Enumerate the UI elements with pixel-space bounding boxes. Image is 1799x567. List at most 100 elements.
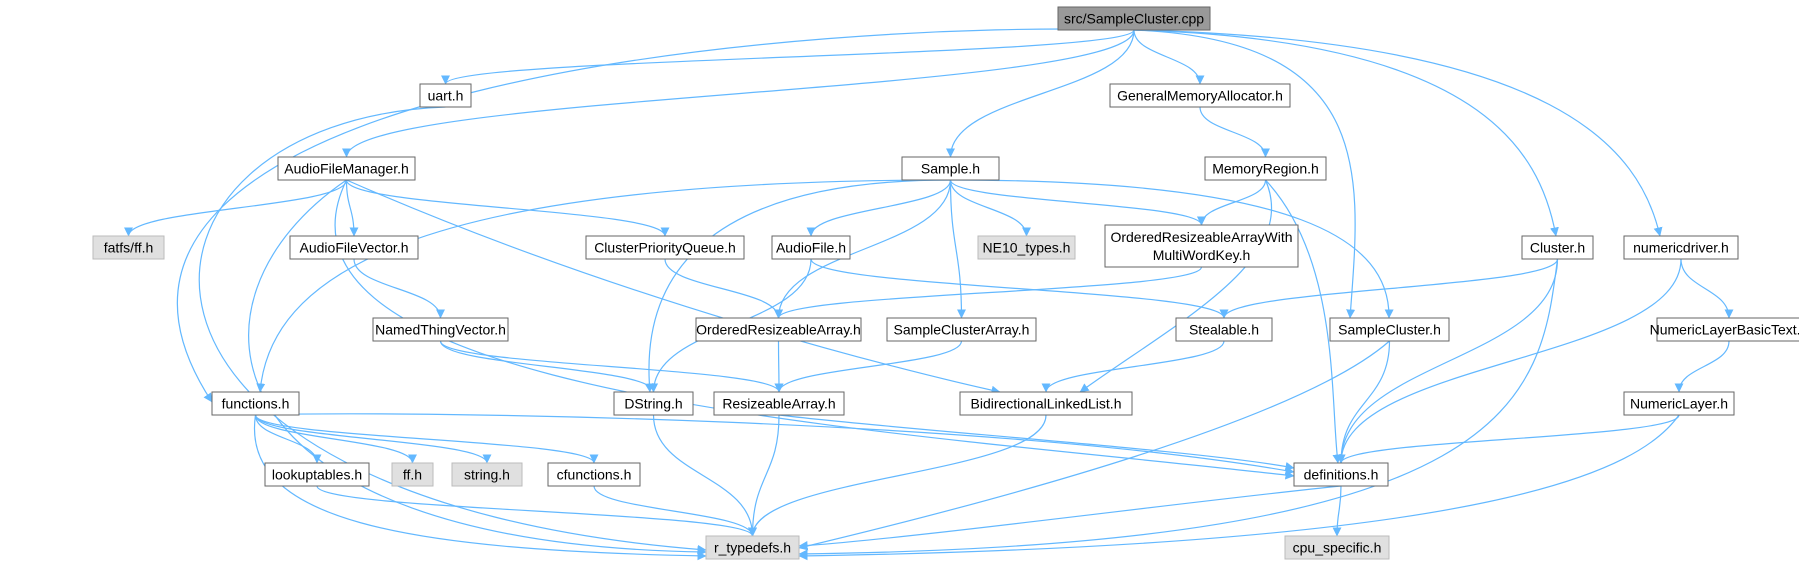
edge-afm-to-cpq (345, 179, 670, 237)
node-label: OrderedResizeableArray.h (696, 322, 861, 338)
node-audiofile[interactable]: AudioFile.h (771, 235, 851, 260)
node-label: definitions.h (1304, 467, 1379, 483)
node-box (1521, 235, 1594, 260)
node-box (277, 156, 416, 181)
node-label: AudioFile.h (776, 240, 846, 256)
node-cluster[interactable]: Cluster.h (1521, 235, 1594, 260)
node-label: SampleClusterArray.h (894, 322, 1030, 338)
edge-definitions-to-rtypedefs (798, 485, 1342, 550)
edge-sample-to-audiofile (806, 179, 952, 237)
edge-cfunctions-to-rtypedefs (593, 485, 757, 537)
node-root: src/SampleCluster.cpp (1057, 6, 1211, 31)
node-box (585, 235, 745, 260)
edge-afm-to-afv (345, 179, 359, 237)
node-sample[interactable]: Sample.h (901, 156, 1000, 181)
node-box (1175, 317, 1273, 342)
node-ra[interactable]: ResizeableArray.h (713, 391, 845, 416)
node-box (1284, 535, 1390, 560)
node-layer: src/SampleCluster.cpp uart.h GeneralMemory… (92, 6, 1799, 560)
node-label: string.h (464, 467, 510, 483)
node-fatfs[interactable]: fatfs/ff.h (92, 235, 165, 260)
node-samplecluster[interactable]: SampleCluster.h (1329, 317, 1450, 342)
node-label: Stealable.h (1189, 322, 1259, 338)
node-cfunctions[interactable]: cfunctions.h (547, 462, 641, 487)
node-label: functions.h (222, 396, 290, 412)
node-label: ResizeableArray.h (722, 396, 835, 412)
node-cpuspec[interactable]: cpu_specific.h (1284, 535, 1390, 560)
edge-sample-to-ne10 (949, 179, 1031, 237)
node-label: NumericLayerBasicText.h (1650, 322, 1799, 338)
node-box (613, 391, 694, 416)
node-cpq[interactable]: ClusterPriorityQueue.h (585, 235, 745, 260)
node-box (1623, 391, 1735, 416)
edge-afm-to-fatfs (124, 179, 348, 237)
node-ora[interactable]: OrderedResizeableArray.h (695, 317, 862, 342)
edge-oramwk-to-ora (774, 266, 1203, 319)
node-box (391, 462, 434, 487)
node-sca[interactable]: SampleClusterArray.h (886, 317, 1037, 342)
node-gma[interactable]: GeneralMemoryAllocator.h (1109, 83, 1291, 108)
node-ffh[interactable]: ff.h (391, 462, 434, 487)
node-label: Cluster.h (1530, 240, 1585, 256)
node-definitions[interactable]: definitions.h (1293, 462, 1389, 487)
node-label: AudioFileManager.h (284, 161, 409, 177)
edge-root-to-numdriver (1133, 29, 1663, 237)
node-afm[interactable]: AudioFileManager.h (277, 156, 416, 181)
node-label: AudioFileVector.h (300, 240, 409, 256)
edge-root-to-sample (946, 29, 1135, 158)
node-label: ff.h (403, 467, 422, 483)
node-memregion[interactable]: MemoryRegion.h (1204, 156, 1327, 181)
node-ne10[interactable]: NE10_types.h (977, 235, 1076, 260)
edge-sample-to-oramwk (949, 179, 1206, 226)
edge-uart-to-rtypedefs (198, 106, 707, 554)
edge-functions-to-ffh (254, 414, 417, 464)
node-box (1623, 235, 1739, 260)
node-nl[interactable]: NumericLayer.h (1623, 391, 1735, 416)
node-label: r_typedefs.h (714, 540, 791, 556)
node-functions[interactable]: functions.h (211, 391, 300, 416)
node-stealable[interactable]: Stealable.h (1175, 317, 1273, 342)
edge-ra-to-rtypedefs (748, 414, 780, 537)
edge-bll-to-rtypedefs (748, 414, 1047, 537)
node-uart[interactable]: uart.h (419, 83, 472, 108)
edge-nl-to-definitions (1336, 414, 1680, 464)
node-numdriver[interactable]: numericdriver.h (1623, 235, 1739, 260)
edge-samplecluster-to-rtypedefs (798, 340, 1390, 551)
edge-afm-to-bll (346, 179, 1001, 395)
edge-nl-to-rtypedefs (798, 414, 1680, 561)
edge-ora-to-ra (774, 340, 784, 393)
node-label: MultiWordKey.h (1153, 247, 1251, 263)
node-label: NumericLayer.h (1630, 396, 1728, 412)
edge-sca-to-ra (774, 340, 963, 393)
edge-sample-to-functions (256, 179, 951, 393)
edge-sample-to-sca (949, 179, 966, 319)
node-label: numericdriver.h (1633, 240, 1729, 256)
node-box (1109, 83, 1291, 108)
edge-samplecluster-to-definitions (1336, 340, 1391, 464)
node-box (959, 391, 1133, 416)
edge-memregion-to-definitions (1265, 179, 1342, 464)
node-box (713, 391, 845, 416)
node-box (92, 235, 165, 260)
node-stringh[interactable]: string.h (451, 462, 523, 487)
node-rtypedefs[interactable]: r_typedefs.h (705, 535, 800, 560)
node-bll[interactable]: BidirectionalLinkedList.h (959, 391, 1133, 416)
edge-nlbt-to-nl (1674, 340, 1730, 393)
edge-cluster-to-definitions (1336, 258, 1559, 464)
edge-ra-to-definitions (778, 414, 1295, 471)
node-nlbt[interactable]: NumericLayerBasicText.h (1650, 317, 1799, 342)
node-lookup[interactable]: lookuptables.h (264, 462, 370, 487)
node-ntv[interactable]: NamedThingVector.h (372, 317, 509, 342)
node-dstring[interactable]: DString.h (613, 391, 694, 416)
node-box (289, 235, 419, 260)
node-label: ClusterPriorityQueue.h (594, 240, 736, 256)
node-box (211, 391, 300, 416)
edge-stealable-to-bll (1041, 340, 1225, 393)
node-box (451, 462, 523, 487)
node-box (901, 156, 1000, 181)
edge-root-to-cluster (1133, 29, 1559, 237)
node-label: NamedThingVector.h (375, 322, 506, 338)
node-afv[interactable]: AudioFileVector.h (289, 235, 419, 260)
